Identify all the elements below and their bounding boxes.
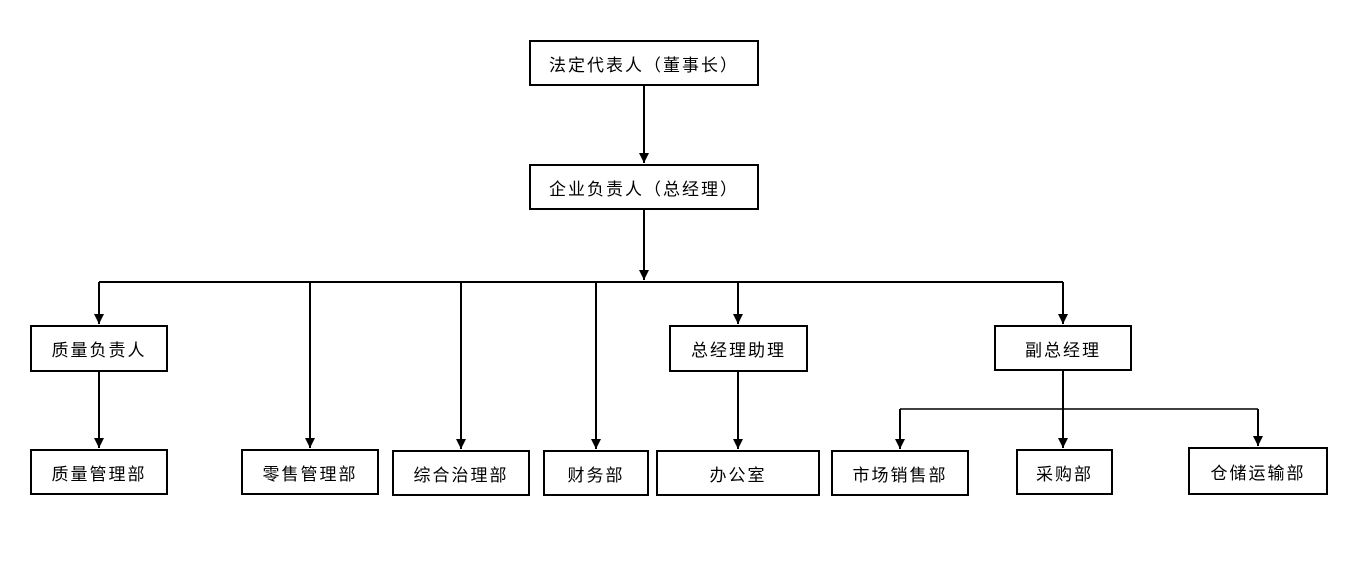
node-sales-dept: 市场销售部 <box>831 450 969 496</box>
node-governance-dept: 综合治理部 <box>392 450 530 496</box>
node-gm-assistant: 总经理助理 <box>669 325 808 372</box>
node-finance-dept: 财务部 <box>543 450 649 496</box>
node-deputy-gm: 副总经理 <box>994 325 1132 371</box>
node-warehouse-dept: 仓储运输部 <box>1188 447 1328 495</box>
node-office: 办公室 <box>656 450 820 496</box>
node-quality-dept: 质量管理部 <box>30 449 168 495</box>
node-retail-dept: 零售管理部 <box>241 449 379 495</box>
node-chairman: 法定代表人（董事长） <box>529 40 759 86</box>
node-purchasing-dept: 采购部 <box>1016 449 1113 495</box>
node-quality-head: 质量负责人 <box>30 325 168 372</box>
node-general-manager: 企业负责人（总经理） <box>529 164 759 210</box>
